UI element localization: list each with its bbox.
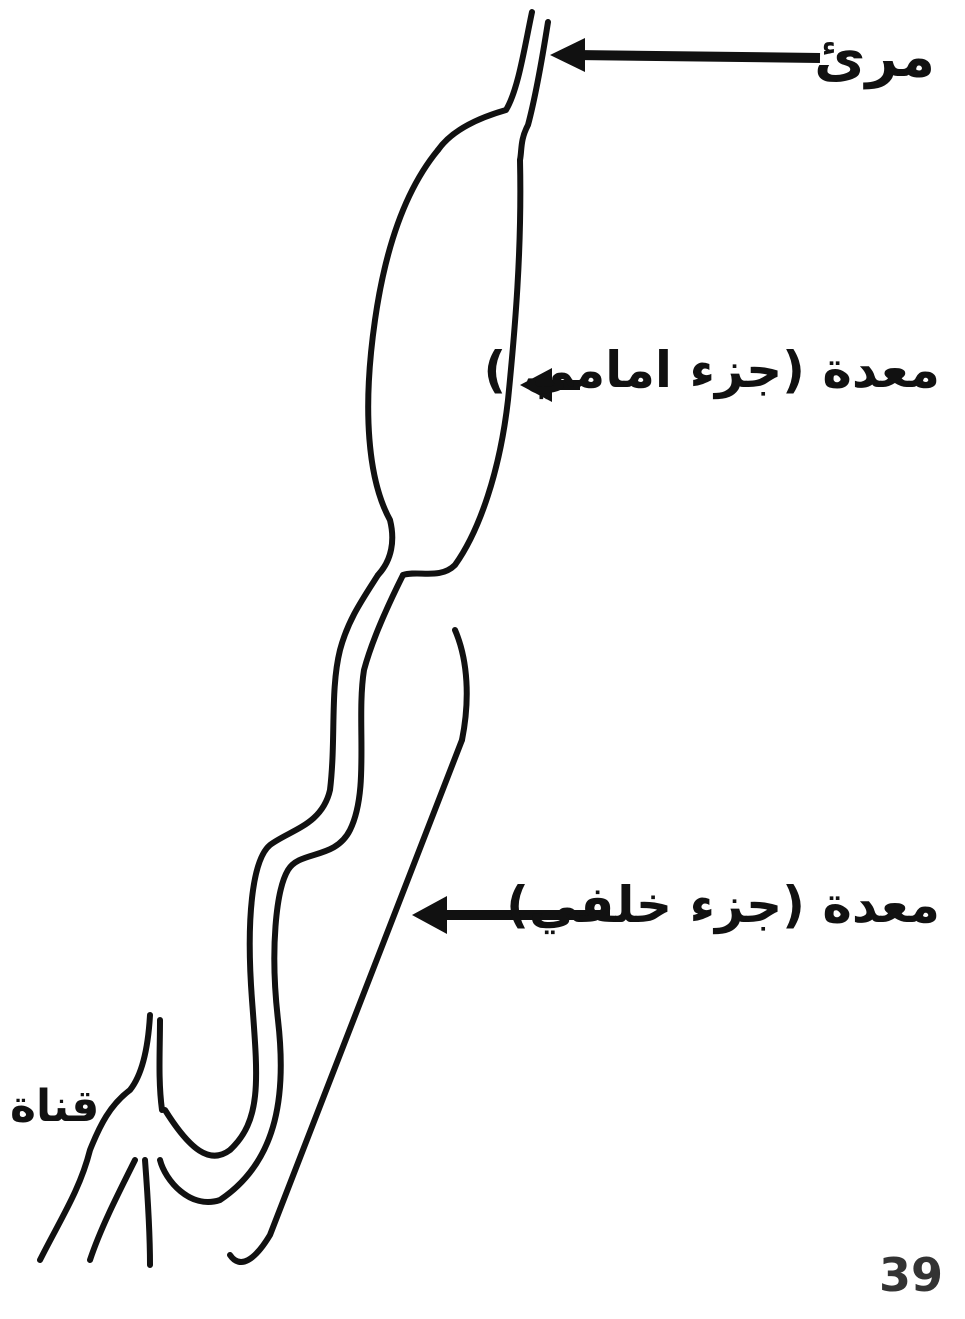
middle-tube-outer	[165, 575, 378, 1156]
hind-stomach-curve	[455, 630, 467, 740]
arrow-esophagus-shaft	[575, 55, 820, 58]
duct-branch	[160, 1020, 163, 1110]
middle-tube-inner	[160, 575, 403, 1202]
esophagus-wall-left	[438, 12, 532, 150]
hind-stomach-wall	[230, 740, 462, 1262]
front-stomach-left-wall	[368, 150, 438, 575]
duct-inner-left	[90, 1160, 135, 1260]
arrow-hindgut-head	[412, 896, 447, 934]
duct-outer	[40, 1015, 150, 1260]
label-stomach-front: معدة (جزء امامي )	[483, 345, 940, 395]
label-stomach-back: معدة (جزء خلفي)	[506, 880, 940, 930]
label-duct: قناة	[10, 1085, 99, 1129]
duct-inner-right	[145, 1160, 150, 1265]
label-esophagus: مرئ	[814, 30, 935, 86]
arrow-esophagus-head	[550, 38, 585, 72]
page-number: 39	[879, 1248, 943, 1302]
